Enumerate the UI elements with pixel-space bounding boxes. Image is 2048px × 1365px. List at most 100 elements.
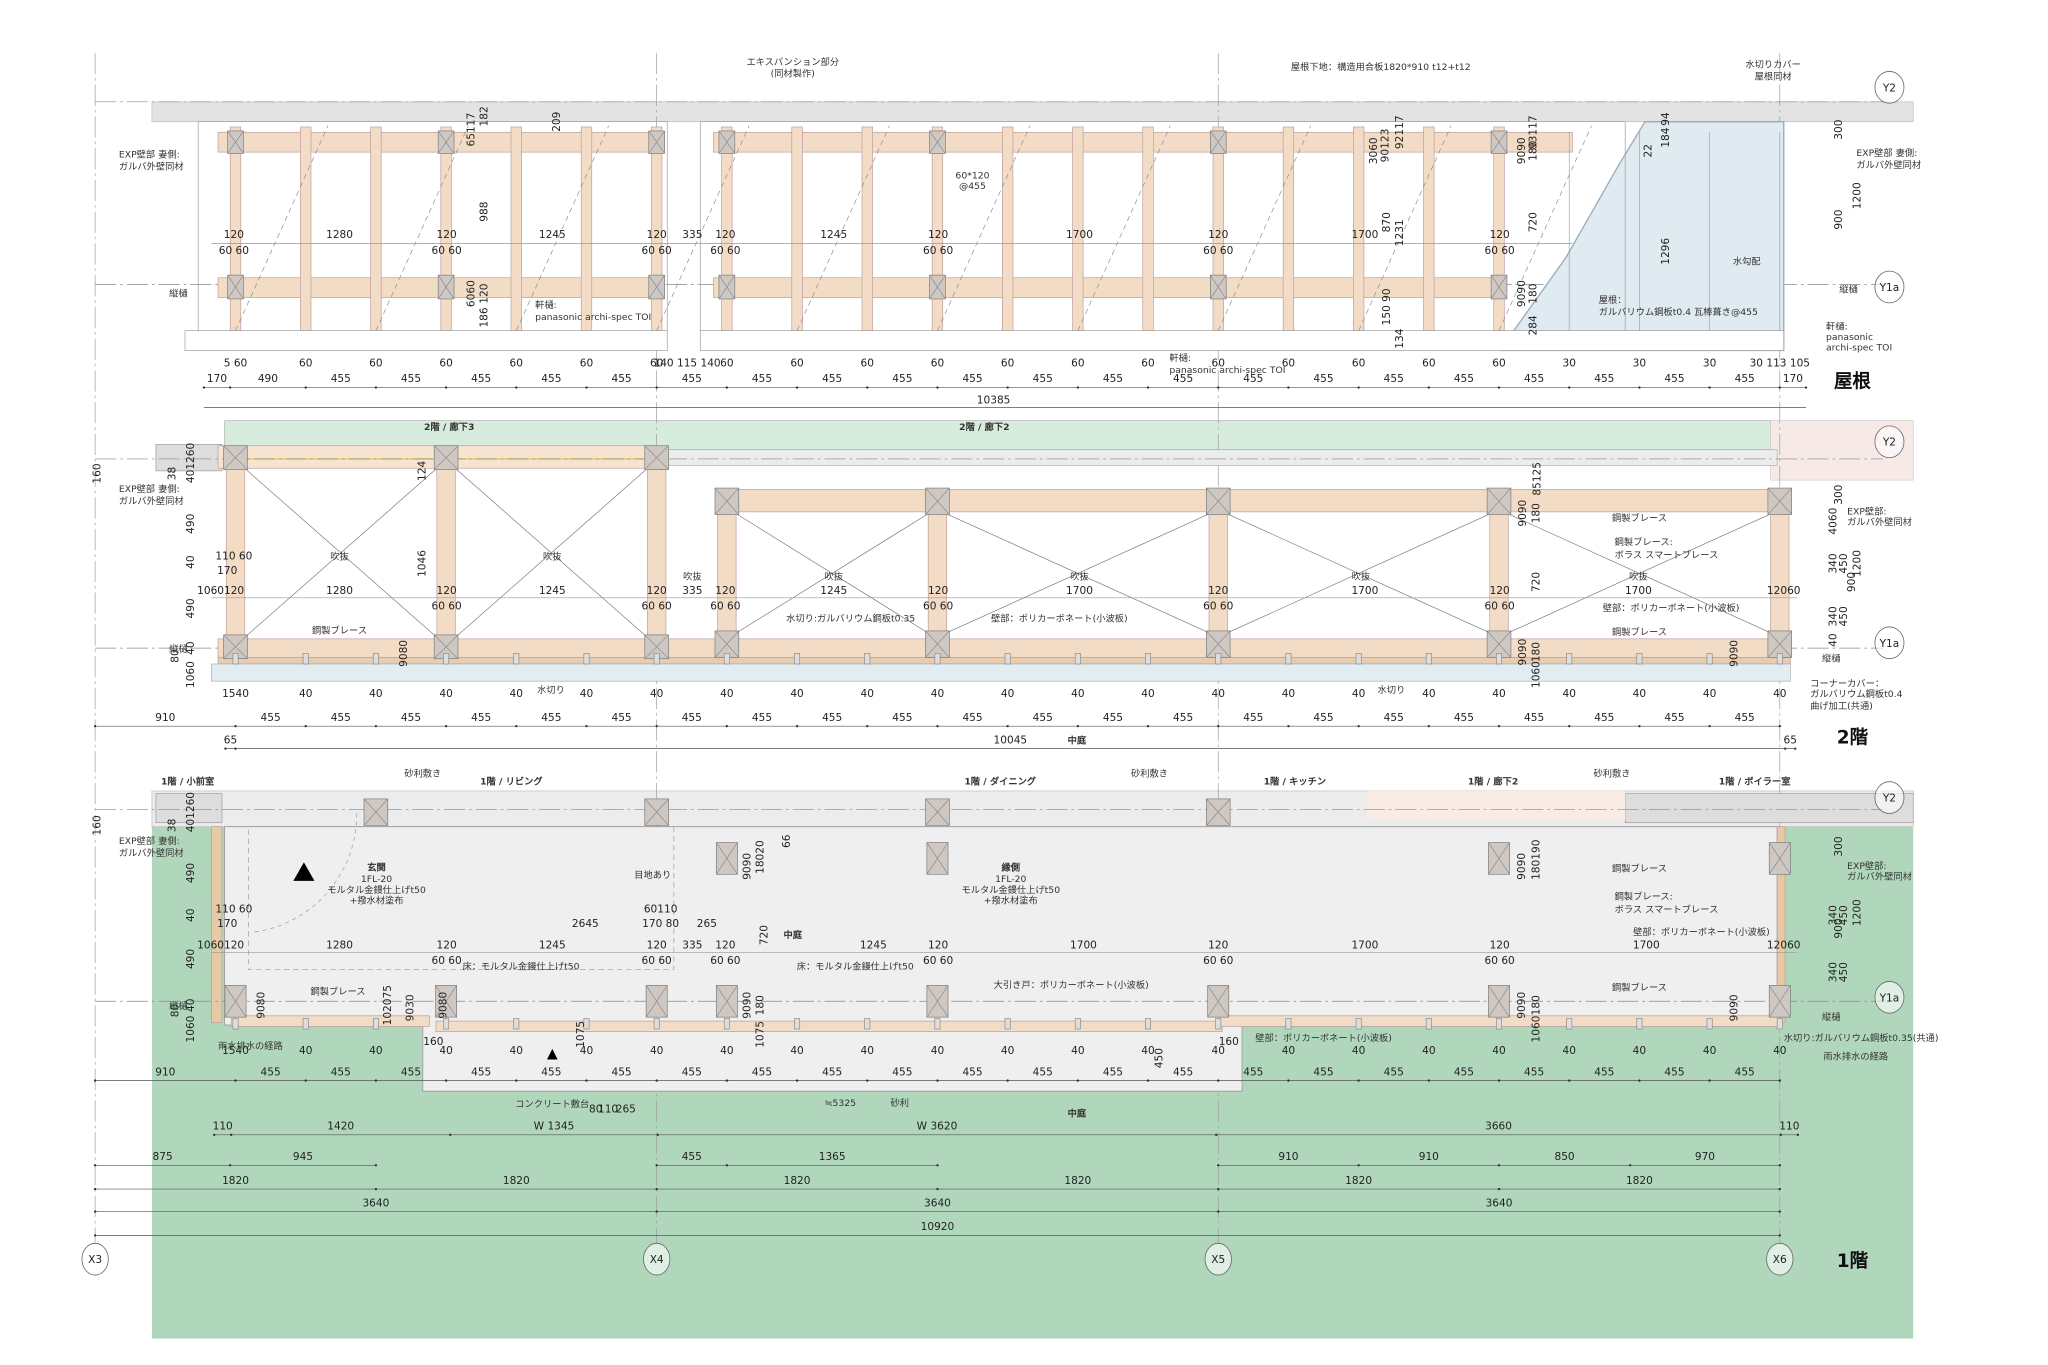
post-cross: [1210, 274, 1227, 300]
post-sub-dim: 60 60: [710, 601, 741, 613]
roof-note: 屋根下地：構造用合板1820*910 t12+t12: [1291, 61, 1471, 73]
post-cross: [1206, 487, 1231, 515]
dim-tick: [1427, 386, 1431, 389]
dim-tick: [1217, 386, 1220, 389]
roof-rafter: [510, 126, 522, 333]
roof-slope-dash: [515, 125, 610, 331]
roof-note: 軒樋:: [535, 299, 557, 311]
f2-note: ガルバ外壁同材: [119, 495, 184, 507]
grid-bubble-y: [1874, 425, 1905, 459]
f2-dim-label: 455: [1664, 712, 1684, 724]
vertical-dim: 9090: [1729, 640, 1741, 667]
dim-tick: [795, 1079, 799, 1082]
entrance-triangle-icon: [293, 862, 315, 881]
stud-dim-label: 60: [1001, 357, 1015, 369]
stud-dim-label: 1540: [222, 688, 249, 700]
f1-note: 中庭: [1068, 1107, 1087, 1119]
dim-tick: [213, 1133, 216, 1137]
vertical-dim: 9090: [1729, 994, 1741, 1021]
stud-dim-label: 60: [720, 357, 734, 369]
vertical-dim: 180: [755, 995, 767, 1015]
vertical-dim: 490: [185, 598, 197, 618]
dim-tick: [228, 1164, 232, 1167]
roof-width-dim: 1700: [1351, 229, 1378, 241]
vertical-dim: 9030: [405, 994, 417, 1021]
dim-tick: [374, 1079, 378, 1082]
stud-1f: [372, 1018, 379, 1030]
roof-note: EXP壁部 妻側:: [119, 148, 180, 160]
stud-dim-label: 30 113 105: [1750, 357, 1810, 369]
f2-note: 水切り: [537, 684, 565, 696]
post-cross: [1488, 985, 1510, 1018]
wall-1f-bottom: [230, 1015, 430, 1027]
f1-note: 鋼製ブレース: [1612, 982, 1667, 994]
f1-row-a-label: 110: [213, 1121, 233, 1133]
stud-dim-label: 40: [510, 1045, 524, 1057]
roof-dim-label: 455: [1033, 373, 1053, 385]
f2-dim-label: 455: [1384, 712, 1404, 724]
label: 110 60: [215, 550, 252, 562]
post-cross: [1767, 487, 1792, 515]
stud-dim-label: 40: [299, 1045, 313, 1057]
entry-dashed-outline: [248, 826, 675, 970]
f2-note: 鋼製ブレース: [1612, 626, 1667, 638]
f1-note: 鋼製ブレース: [311, 986, 366, 998]
roof-dim-label: 490: [258, 373, 278, 385]
stud-1f: [443, 1018, 450, 1030]
post-cross: [223, 634, 248, 659]
dim-tick: [1638, 724, 1641, 728]
dim-tick: [1287, 724, 1290, 728]
roof-width-dim: 120: [224, 229, 244, 241]
roof-dim-label: 455: [1735, 373, 1755, 385]
dim-tick: [936, 1079, 939, 1082]
vertical-dim: 450: [1838, 553, 1850, 573]
stud-dim-label: 40: [580, 1045, 594, 1057]
post-cross: [1767, 630, 1792, 658]
f1-row-d-label: 3640: [1486, 1197, 1513, 1209]
stud-1f: [1636, 1018, 1643, 1030]
f2-dim-label: 455: [541, 712, 561, 724]
post-sub-dim: 60 60: [1485, 955, 1516, 967]
stud-dim-label: 40: [861, 688, 875, 700]
vertical-dim: 1200: [1851, 899, 1863, 926]
roof-width-dim: 120: [928, 229, 948, 241]
vertical-dim: 401260: [185, 442, 197, 483]
floor-label-1f: 1階: [1837, 1251, 1869, 1272]
stud-dim-label: 40: [1282, 1045, 1296, 1057]
f2-dim-label: 455: [1594, 712, 1614, 724]
f1-row-a-label: 110: [1779, 1121, 1799, 1133]
roof-width-dim: 1245: [539, 229, 566, 241]
vertical-dim: 900: [1846, 572, 1858, 592]
f1-dim-label: 455: [1454, 1066, 1474, 1078]
wall-2f-top-right: [666, 449, 1778, 466]
f1-row-a-label: 1420: [327, 1121, 354, 1133]
f2-dim-label: 455: [1173, 712, 1193, 724]
roof-dim-label: 170: [207, 373, 227, 385]
post-cross: [925, 630, 950, 658]
post-sub-dim: 60 60: [431, 955, 462, 967]
vertical-dim: 9090: [1516, 853, 1528, 880]
f1-dim-label: 455: [892, 1066, 912, 1078]
f1-note: 床：モルタル金鏝仕上げt50: [797, 961, 914, 973]
post-sub-dim: 60 60: [710, 955, 741, 967]
stud-dim-label: 40: [1212, 688, 1226, 700]
grid-bubble-y: [1874, 981, 1905, 1014]
roof-eave-plate: [699, 330, 1785, 351]
vertical-dim: 490: [185, 513, 197, 533]
f1-note: EXP壁部:: [1847, 860, 1886, 872]
post-cross: [926, 985, 949, 1018]
stud-dim-label: 60: [1141, 357, 1155, 369]
f2-total-dim-label: 65: [1783, 734, 1796, 746]
f1-note: 縦樋: [1822, 1011, 1840, 1023]
label: 265: [616, 1103, 636, 1115]
post-cross: [648, 130, 665, 154]
roof-width-dim: 120: [1208, 229, 1228, 241]
f1-dim-label: 455: [1594, 1066, 1614, 1078]
f1-dim-label: 455: [541, 1066, 561, 1078]
dim-tick: [374, 1164, 378, 1167]
roof-dim-label: 455: [1384, 373, 1404, 385]
roof-eave-plate: [184, 330, 668, 351]
post-cross: [718, 130, 736, 154]
post-cross: [926, 842, 949, 875]
dim-tick: [1146, 1079, 1150, 1082]
